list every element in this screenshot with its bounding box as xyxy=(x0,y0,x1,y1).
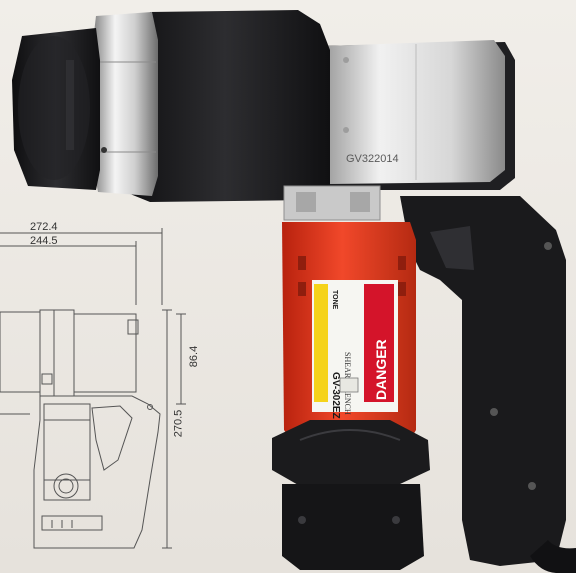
dimension-overall-height: 270.5 xyxy=(172,409,185,438)
technical-drawing xyxy=(0,228,186,549)
danger-panel xyxy=(364,284,394,402)
dimension-head-height: 86.4 xyxy=(188,345,201,368)
dimension-overall-width: 272.4 xyxy=(30,221,58,233)
brand-text: TONE xyxy=(331,290,338,310)
serial-number: GV322014 xyxy=(346,153,399,165)
dimension-body-width: 244.5 xyxy=(30,235,58,247)
drawing-body xyxy=(33,395,161,549)
pistol-grip xyxy=(400,196,566,566)
head-block xyxy=(120,10,330,202)
bottom-base xyxy=(282,484,424,570)
shear-wrench-photo: GV322014 xyxy=(12,10,576,573)
model-text: GV-302EZ xyxy=(330,372,341,419)
label-yellow-strip xyxy=(314,284,328,402)
socket-ring xyxy=(92,12,158,196)
danger-text: DANGER xyxy=(373,339,389,400)
power-cord xyxy=(530,540,576,573)
